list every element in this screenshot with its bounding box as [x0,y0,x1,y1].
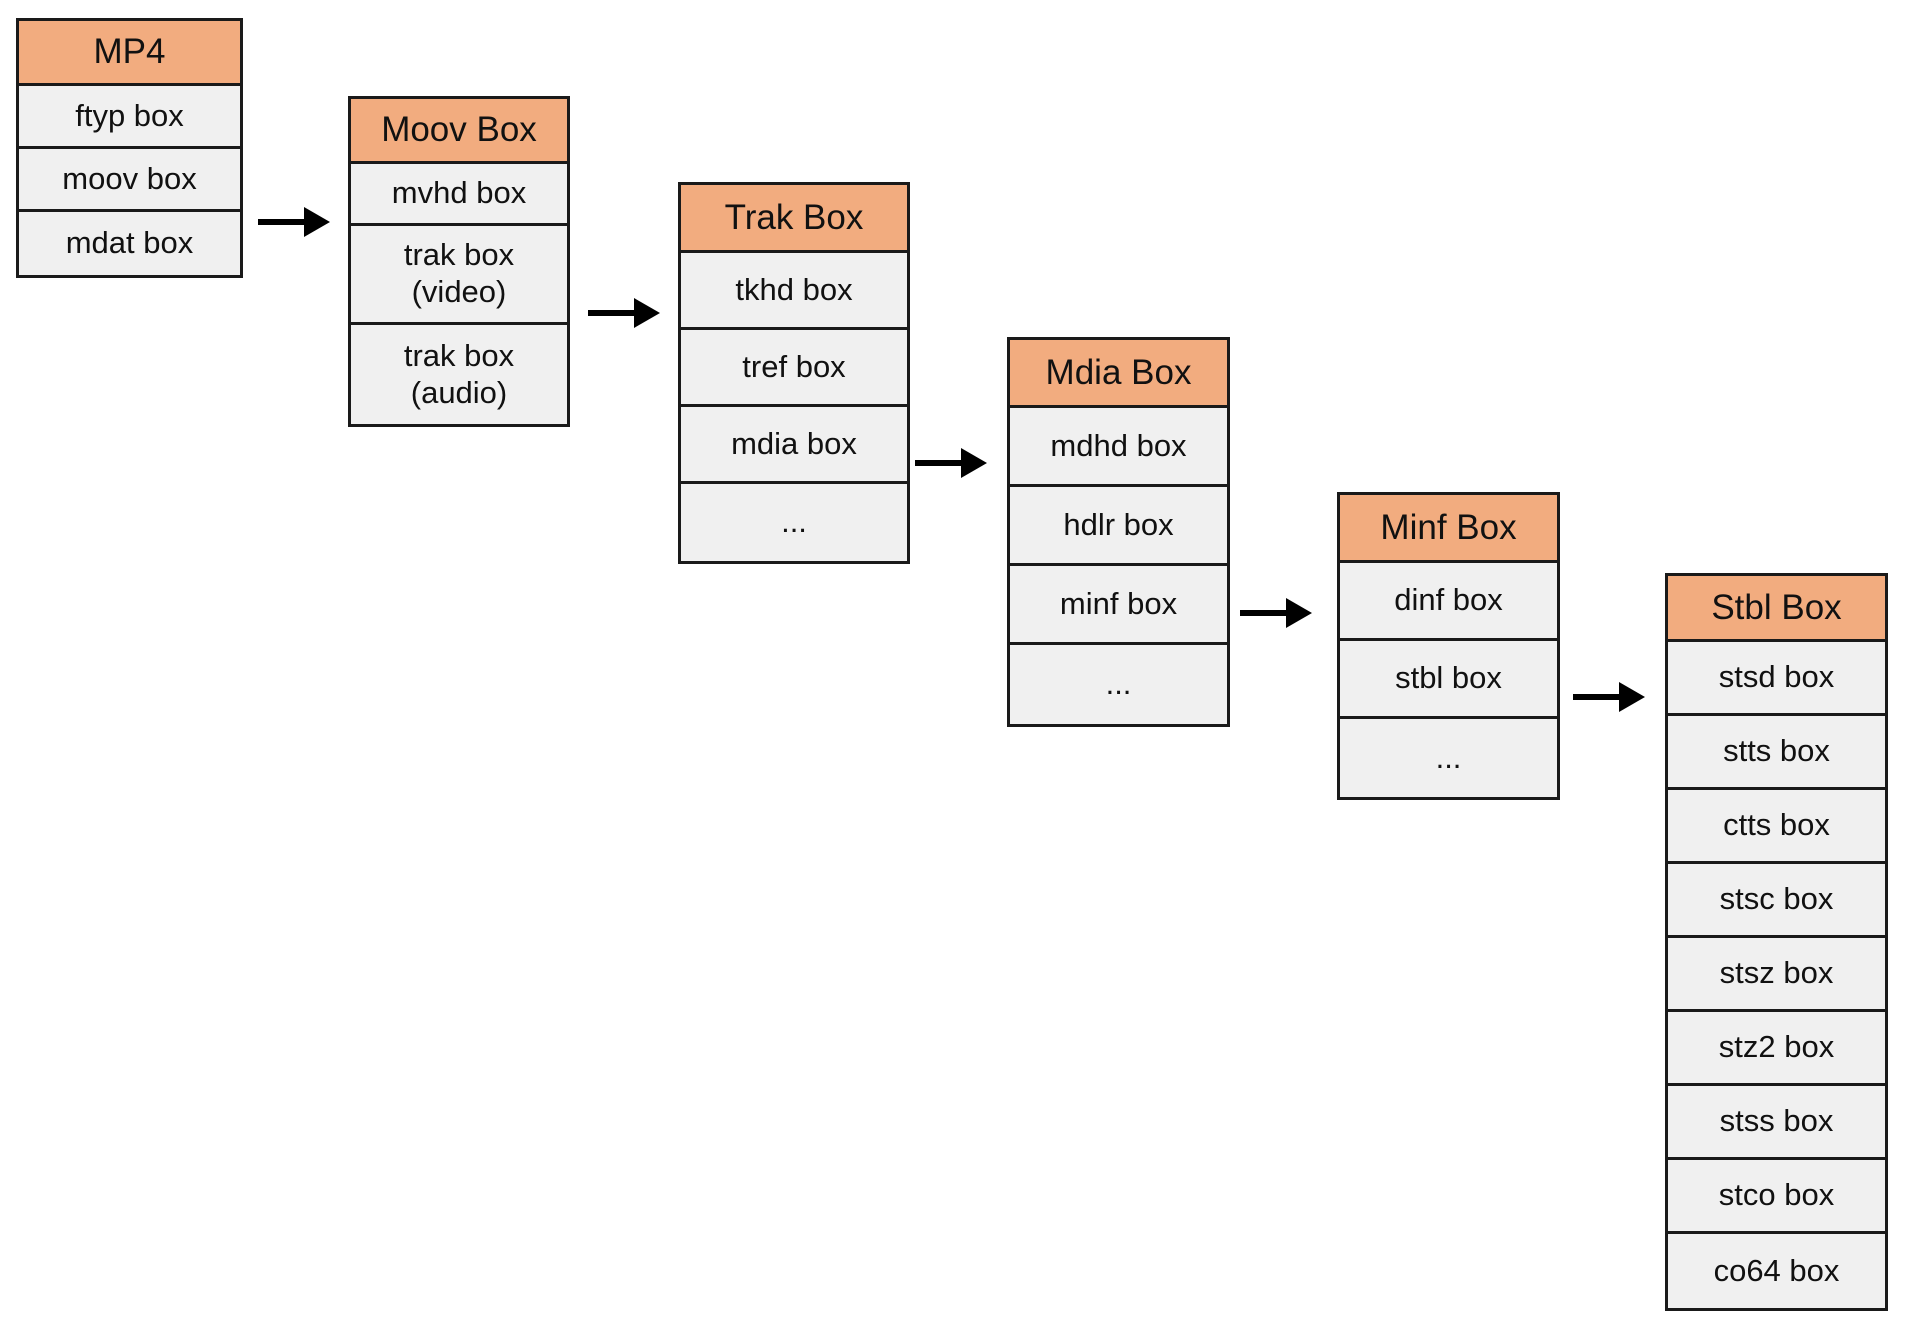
box-row: ftyp box [19,86,240,149]
arrow-shaft [1240,610,1290,616]
box-row: stco box [1668,1160,1885,1234]
box-row: dinf box [1340,563,1557,641]
box-row: hdlr box [1010,487,1227,566]
box-row: stts box [1668,716,1885,790]
box-row: tref box [681,330,907,407]
box-row: stsd box [1668,642,1885,716]
box-row: ctts box [1668,790,1885,864]
box-row: stbl box [1340,641,1557,719]
box-row: trak box (audio) [351,325,567,424]
box-row: mdhd box [1010,408,1227,487]
box-row: tkhd box [681,253,907,330]
box-row: trak box (video) [351,226,567,325]
box-row: ... [681,484,907,561]
arrow-shaft [258,219,308,225]
arrow-head-icon [304,207,330,237]
box-row: stsz box [1668,938,1885,1012]
box-row: mdia box [681,407,907,484]
box-group-header-mdia: Mdia Box [1010,340,1227,408]
box-row: ... [1010,645,1227,724]
box-row: moov box [19,149,240,212]
arrow-shaft [915,460,965,466]
box-row: stz2 box [1668,1012,1885,1086]
box-group-header-mp4: MP4 [19,21,240,86]
arrow-shaft [588,310,638,316]
arrow-shaft [1573,694,1623,700]
box-row: co64 box [1668,1234,1885,1308]
box-group-header-trak: Trak Box [681,185,907,253]
box-row: minf box [1010,566,1227,645]
box-row: stss box [1668,1086,1885,1160]
box-group-header-moov: Moov Box [351,99,567,164]
arrow-head-icon [634,298,660,328]
box-row: stsc box [1668,864,1885,938]
arrow-head-icon [961,448,987,478]
box-row: ... [1340,719,1557,797]
arrow-head-icon [1286,598,1312,628]
box-group-header-stbl: Stbl Box [1668,576,1885,642]
box-group-header-minf: Minf Box [1340,495,1557,563]
box-row: mvhd box [351,164,567,226]
box-row: mdat box [19,212,240,275]
arrow-head-icon [1619,682,1645,712]
